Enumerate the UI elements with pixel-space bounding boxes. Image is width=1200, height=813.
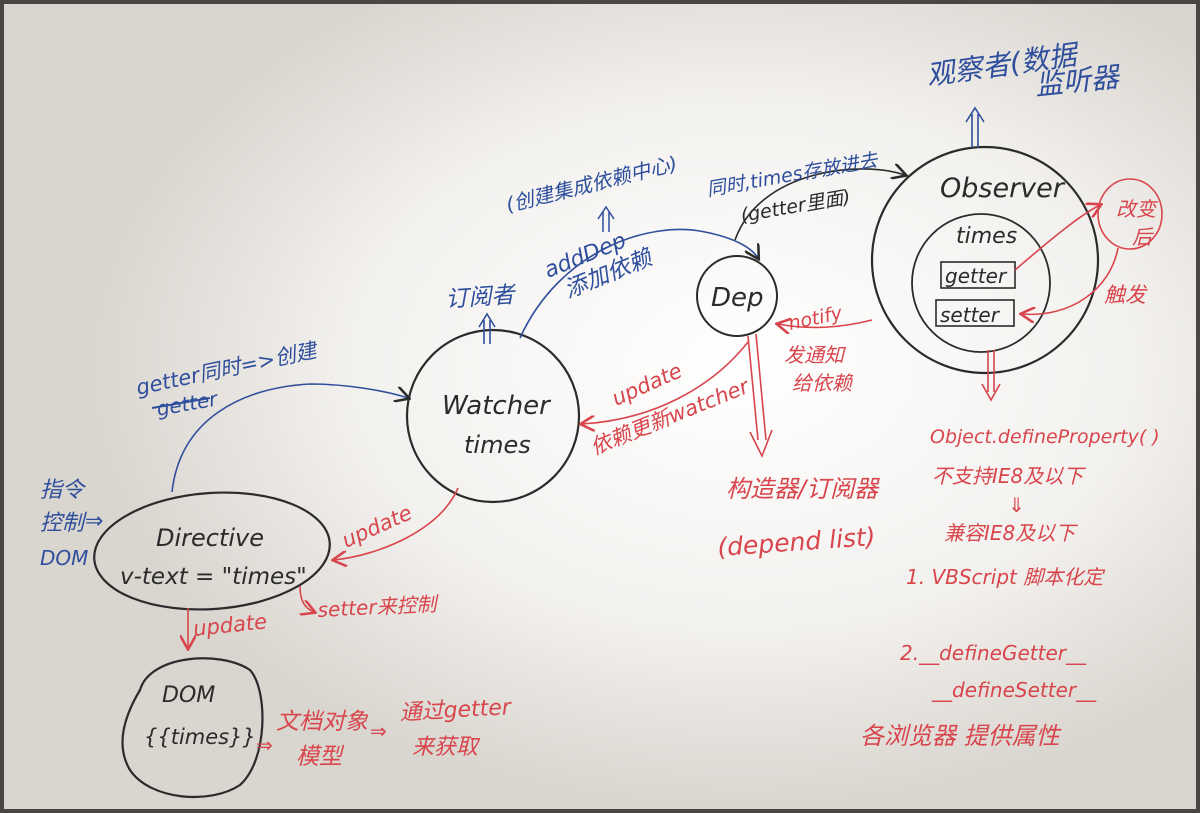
note-define-property: Object.defineProperty( ): [930, 426, 1160, 448]
observer-down-arrow: [981, 350, 1001, 402]
directive-instruction-line2: 控制: [40, 511, 87, 536]
watcher-to-dep-arrow: [519, 228, 758, 339]
note-item2b: __defineSetter__: [931, 678, 1097, 702]
change-to-getter-arrow: [1022, 247, 1119, 314]
watcher-subscriber: 订阅者: [445, 282, 519, 313]
dom-label-line1: DOM: [162, 683, 215, 708]
directive-node: Directive v-text = "times": [93, 491, 331, 611]
strikethrough-line: [151, 397, 211, 409]
paper-sheet: [4, 4, 1196, 809]
watcher-to-directive-update-arrow: [334, 487, 459, 560]
observer-inner-times: times: [956, 224, 1017, 249]
getter-label: getter: [945, 264, 1008, 288]
directive-to-watcher-arrow: [171, 383, 408, 493]
notify-arrow: [778, 320, 873, 327]
create-center-up-arrow: [597, 205, 615, 232]
dom-node: DOM {{times}}: [121, 657, 264, 799]
watcher-label-line2: times: [464, 431, 531, 459]
watcher-node: Watcher times: [405, 328, 581, 504]
dom-blob: [121, 657, 264, 799]
observer-trigger: 触发: [1104, 283, 1148, 307]
dep-down-arrow: [747, 333, 773, 458]
watcher-up-arrow: [478, 312, 496, 344]
observer-change-line1: 改变: [1116, 197, 1159, 221]
directive-instruction-line1: 指令: [40, 478, 87, 503]
note-no-ie8: 不支持IE8及以下: [932, 464, 1086, 488]
setter-label: setter: [940, 303, 1001, 327]
setter-box: [935, 299, 1015, 327]
dep-subscriber-list: 构造器/订阅器: [726, 475, 880, 503]
dom-arrow-glyph-1: ⇒: [256, 733, 273, 757]
dom-arrow-glyph-2: ⇒: [370, 719, 387, 743]
dom-label-line2: {{times}}: [144, 725, 256, 749]
dep-to-watcher-update-arrow: [582, 341, 749, 424]
observer-outer-circle: [870, 145, 1100, 375]
dom-get-via-getter-line2: 来获取: [412, 735, 481, 760]
dep-notify-cn-1: 发通知: [784, 343, 846, 367]
dep-notify-cn-2: 给依赖: [792, 371, 854, 395]
dom-doc-model-line2: 模型: [296, 744, 345, 770]
setter-control-arrow: [300, 585, 314, 612]
observer-up-arrow: [965, 106, 985, 148]
directive-label-line1: Directive: [156, 524, 264, 552]
dep-circle: [696, 255, 778, 337]
dep-node: Dep: [696, 255, 778, 337]
dom-doc-model-line1: 文档对象: [276, 709, 369, 735]
watcher-label-line1: Watcher: [442, 391, 552, 421]
observer-node: Observer times getter setter: [870, 145, 1100, 375]
dom-get-via-getter-line1: 通过getter: [399, 695, 513, 726]
setter-to-change-arrow: [1014, 205, 1100, 271]
directive-instruction-line3: DOM: [40, 546, 88, 570]
dep-to-observer-arrow: [734, 169, 905, 241]
note-compat-ie8: 兼容IE8及以下: [944, 521, 1078, 545]
instruction-arrow-glyph: ⇒: [85, 509, 103, 534]
directive-label-line2: v-text = "times": [120, 564, 307, 590]
note-item3: 各浏览器 提供属性: [860, 722, 1062, 750]
getter-box: [940, 261, 1016, 289]
dep-label: Dep: [711, 283, 764, 313]
observer-label: Observer: [940, 173, 1066, 204]
note-item2: 2.__defineGetter__: [900, 641, 1087, 665]
note-item1: 1. VBScript 脚本化定: [906, 565, 1105, 589]
observer-inner-circle: [911, 213, 1051, 353]
directive-ellipse: [93, 491, 331, 611]
note-arrow-glyph: ⇓: [1008, 493, 1025, 517]
